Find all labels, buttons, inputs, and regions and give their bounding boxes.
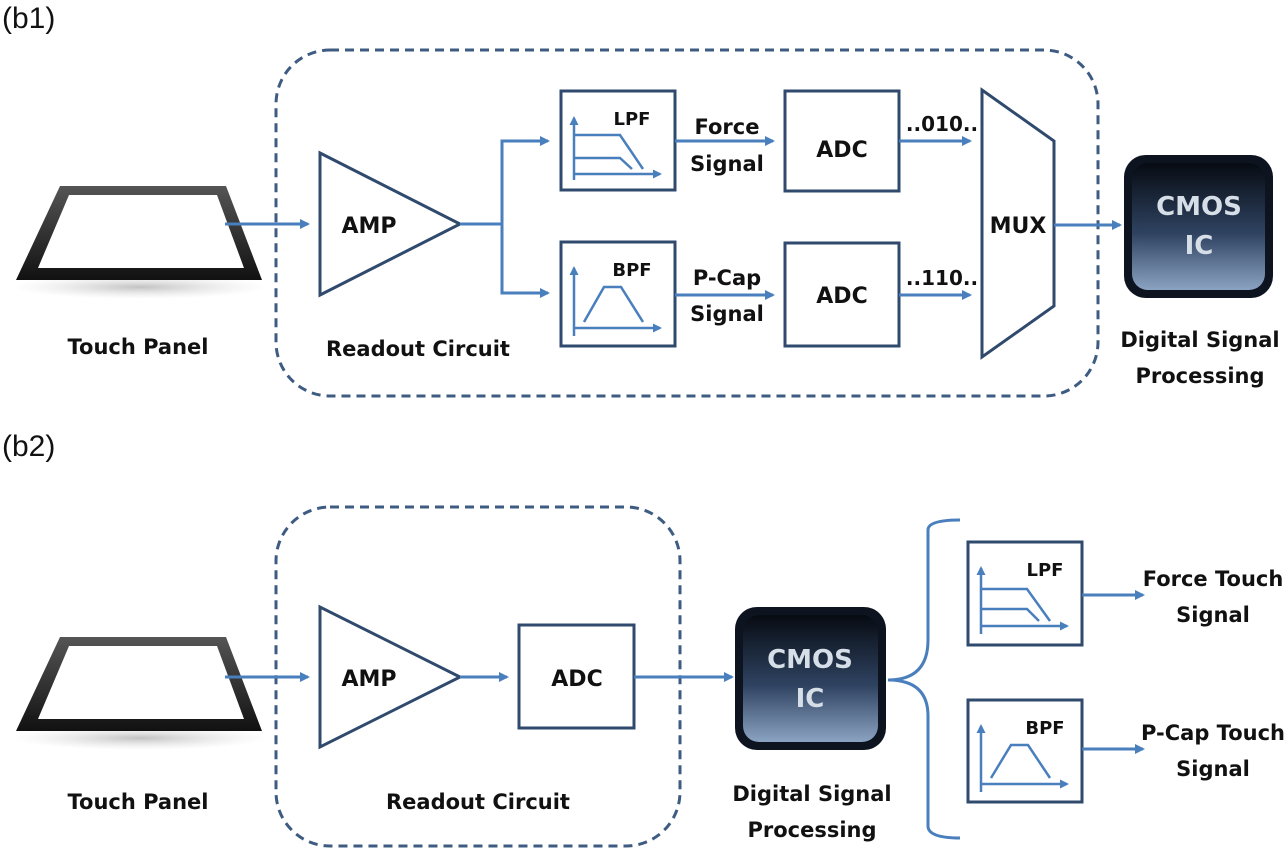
b2-lpf-block bbox=[966, 540, 1084, 647]
b2-dsp-label-1: Digital Signal bbox=[732, 782, 891, 806]
b2-cmos-ic-block bbox=[735, 607, 886, 750]
b2-out-pcap-label-1: P-Cap Touch bbox=[1141, 721, 1285, 745]
b2-amp-label: AMP bbox=[341, 667, 396, 692]
b1-dsp-label-1: Digital Signal bbox=[1120, 328, 1279, 352]
b2-title: (b2) bbox=[2, 430, 55, 463]
b1-lpf-label: LPF bbox=[614, 109, 651, 130]
b2-bpf-block bbox=[966, 698, 1084, 804]
b1-adc-top-block bbox=[783, 89, 901, 193]
b2-out-force-label-1: Force Touch bbox=[1143, 567, 1284, 591]
b2-touch-panel-icon bbox=[12, 637, 268, 750]
b2-adc-block bbox=[517, 623, 636, 730]
b1-amp-block bbox=[318, 150, 464, 298]
b2-out-force-label-2: Signal bbox=[1176, 603, 1250, 627]
b2-out-pcap-label-2: Signal bbox=[1176, 757, 1250, 781]
b2-adc-label: ADC bbox=[551, 667, 602, 692]
b2-readout-label: Readout Circuit bbox=[386, 790, 570, 814]
b1-adc-top-label: ADC bbox=[816, 138, 867, 163]
b1-mux-label: MUX bbox=[990, 214, 1047, 239]
b2-touch-panel-label: Touch Panel bbox=[67, 790, 208, 814]
b2-lpf-label: LPF bbox=[1027, 560, 1064, 581]
b1-force-label-2: Signal bbox=[690, 152, 764, 176]
b1-readout-label: Readout Circuit bbox=[326, 337, 510, 361]
b2-brace bbox=[887, 518, 961, 840]
b1-cmos-ic-block bbox=[1124, 155, 1273, 298]
b1-title: (b1) bbox=[2, 2, 55, 35]
b1-pcap-label-2: Signal bbox=[690, 302, 764, 326]
b1-force-label-1: Force bbox=[695, 115, 760, 139]
b1-arrow-amp-bpf bbox=[500, 224, 550, 298]
b1-touch-panel-label: Touch Panel bbox=[67, 335, 208, 359]
b1-amp-label: AMP bbox=[341, 214, 396, 239]
b1-bpf-block bbox=[559, 240, 677, 348]
b1-mux-block bbox=[980, 87, 1056, 360]
b1-lpf-block bbox=[559, 89, 677, 192]
b1-arrow-amp-lpf bbox=[460, 136, 550, 226]
b2-cmos-label-1: CMOS bbox=[767, 645, 853, 675]
b1-pcap-label-1: P-Cap bbox=[693, 266, 761, 290]
b2-bpf-label: BPF bbox=[1025, 718, 1064, 739]
b1-cmos-label-1: CMOS bbox=[1156, 192, 1242, 222]
b1-adc-bottom-label: ADC bbox=[816, 284, 867, 309]
b1-readout-border bbox=[274, 48, 1100, 398]
b2-cmos-label-2: IC bbox=[796, 684, 825, 714]
b1-bits-bottom: ..110.. bbox=[906, 266, 978, 290]
b1-bpf-label: BPF bbox=[612, 260, 651, 281]
b1-cmos-label-2: IC bbox=[1185, 231, 1214, 261]
b1-bits-top: ..010.. bbox=[906, 112, 978, 136]
b1-adc-bottom-block bbox=[783, 241, 901, 348]
b1-dsp-label-2: Processing bbox=[1135, 364, 1264, 388]
b2-amp-block bbox=[318, 604, 464, 750]
b2-dsp-label-2: Processing bbox=[747, 818, 876, 842]
b1-touch-panel-icon bbox=[12, 186, 268, 299]
